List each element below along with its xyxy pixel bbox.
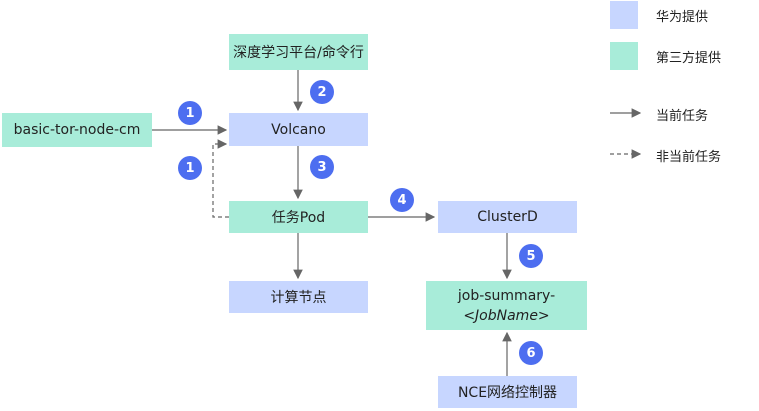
legend-non-current-task-label: 非当前任务: [656, 150, 722, 165]
step-badge-4: 4: [390, 188, 414, 212]
node-clusterd-label: ClusterD: [477, 209, 538, 225]
node-job-summary-line1: job-summary-: [457, 287, 556, 304]
legend-huawei-label: 华为提供: [656, 10, 709, 25]
step-badge-6: 6: [519, 341, 543, 365]
legend-third-label: 第三方提供: [656, 51, 722, 66]
step-badge-3: 3: [310, 155, 334, 179]
node-clusterd: ClusterD: [438, 201, 577, 233]
node-nce-label: NCE网络控制器: [457, 385, 558, 401]
step-badge-2: 2: [310, 80, 334, 104]
step-badge-1-bottom: 1: [178, 156, 202, 180]
step-badge-5: 5: [519, 244, 543, 268]
node-dl-platform-label: 深度学习平台/命令行: [233, 45, 364, 61]
node-configmap-label: basic-tor-node-cm: [13, 122, 141, 138]
node-job-summary-line2: <JobName>: [463, 307, 550, 324]
node-task-pod-label: 任务Pod: [271, 210, 326, 226]
node-configmap: basic-tor-node-cm: [2, 113, 152, 147]
node-compute-label: 计算节点: [270, 290, 327, 306]
legend-current-task-label: 当前任务: [656, 109, 709, 124]
node-volcano-label: Volcano: [271, 121, 326, 138]
step-badge-1-top: 1: [178, 101, 202, 125]
node-compute: 计算节点: [229, 281, 368, 313]
node-nce: NCE网络控制器: [438, 376, 577, 408]
node-job-summary: job-summary- <JobName>: [426, 281, 587, 330]
legend-third-swatch: [610, 42, 638, 70]
node-volcano: Volcano: [229, 113, 368, 146]
node-dl-platform: 深度学习平台/命令行: [229, 34, 368, 70]
dashed-pod-to-volcano: [212, 139, 229, 218]
node-task-pod: 任务Pod: [229, 201, 368, 233]
legend-huawei-swatch: [610, 1, 638, 29]
